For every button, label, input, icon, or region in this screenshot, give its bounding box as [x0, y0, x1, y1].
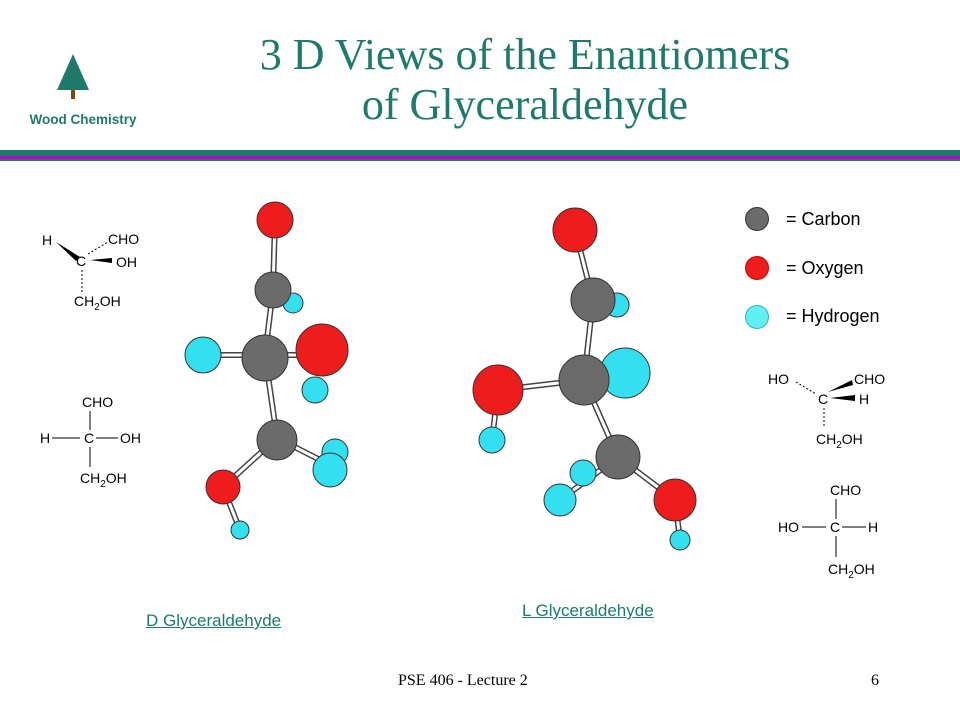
legend-oxygen-label: = Oxygen	[786, 258, 864, 278]
l-glyceraldehyde-label[interactable]: L Glyceraldehyde	[522, 601, 654, 620]
formula-cho: CHO	[82, 394, 113, 410]
header-rule-teal-thin	[0, 159, 960, 161]
formula-h: H	[40, 430, 50, 446]
legend-hydrogen-label: = Hydrogen	[786, 306, 880, 326]
formula-cho: CHO	[108, 231, 139, 247]
formula-oh: OH	[116, 254, 137, 270]
carbon-swatch-icon	[745, 207, 769, 231]
slide-title: 3 D Views of the Enantiomers of Glyceral…	[180, 30, 870, 130]
formula-cho: CHO	[854, 371, 885, 387]
hydrogen-swatch-icon	[745, 305, 769, 329]
formula-c: C	[818, 391, 828, 407]
header-rule-teal	[0, 150, 960, 156]
title-line-2: of Glyceraldehyde	[361, 80, 689, 129]
footer-page-number: 6	[871, 672, 879, 689]
l-fischer-formula: CHO HO C H CH2OH	[778, 482, 878, 581]
l-wedge-formula: HO CHO C H CH2OH	[768, 371, 885, 451]
formula-ch: CH2OH	[828, 561, 875, 581]
footer-course: PSE 406 - Lecture 2	[398, 672, 528, 689]
d-wedge-formula: H CHO C OH CH2OH	[42, 231, 139, 313]
l-glyceraldehyde-model	[472, 207, 697, 551]
oxygen-swatch-icon	[745, 256, 769, 280]
formula-oh: OH	[120, 430, 141, 446]
logo-text: Wood Chemistry	[29, 112, 137, 127]
d-glyceraldehyde-label[interactable]: D Glyceraldehyde	[146, 611, 282, 630]
formula-h: H	[859, 391, 869, 407]
tree-logo-icon	[57, 54, 89, 99]
title-line-1: 3 D Views of the Enantiomers	[259, 30, 791, 79]
header-rule-magenta	[0, 156, 960, 159]
formula-h: H	[42, 232, 52, 248]
formula-ch: CH2OH	[74, 293, 121, 313]
formula-cho: CHO	[830, 482, 861, 498]
formula-c: C	[76, 253, 86, 269]
d-fischer-formula: CHO H C OH CH2OH	[40, 394, 141, 490]
formula-ho: HO	[768, 371, 789, 387]
formula-ho: HO	[778, 519, 799, 535]
legend-carbon-label: = Carbon	[786, 209, 861, 229]
formula-ch: CH2OH	[80, 470, 127, 490]
formula-c: C	[84, 430, 94, 446]
formula-ch: CH2OH	[816, 431, 863, 451]
formula-c: C	[830, 519, 840, 535]
d-glyceraldehyde-model	[184, 201, 349, 540]
formula-h: H	[868, 519, 878, 535]
